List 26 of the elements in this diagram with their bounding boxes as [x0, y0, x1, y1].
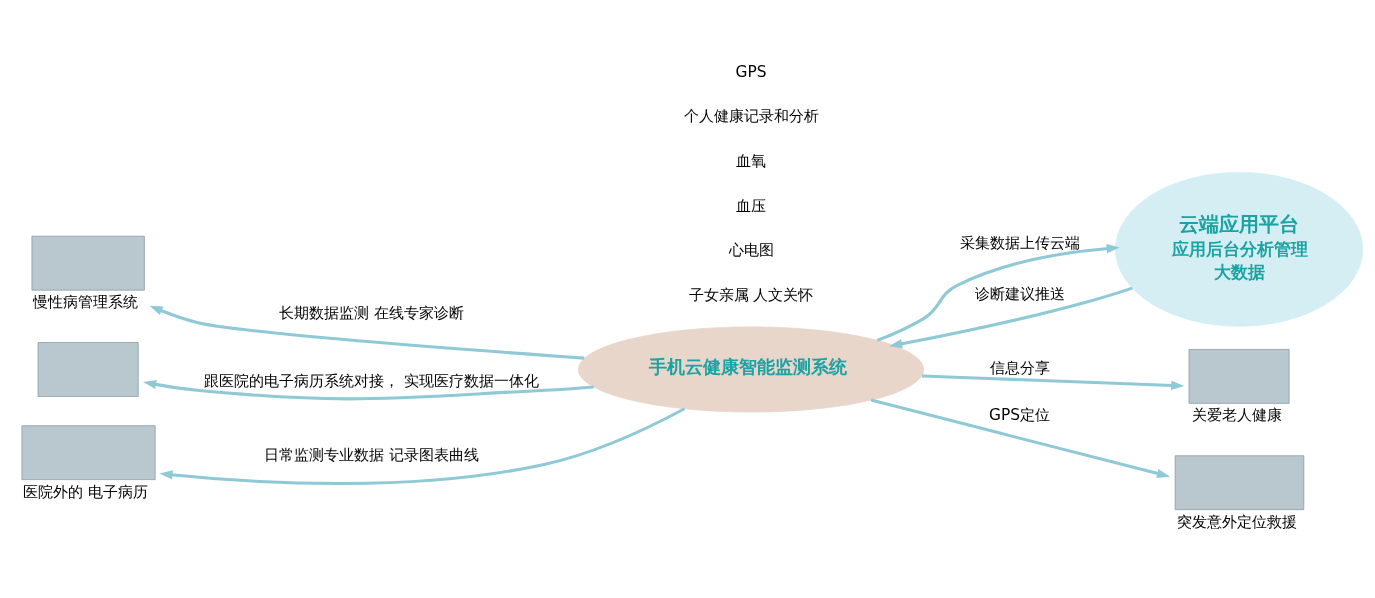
edge-label: 采集数据上传云端: [959, 233, 1080, 252]
label: 子女亲属 人文关怀: [688, 286, 814, 305]
node-label: 医院外的 电子病历: [23, 482, 149, 501]
arrow: [888, 286, 1133, 349]
arrow: [143, 379, 594, 401]
edge-label: 诊断建议推送: [974, 284, 1065, 303]
edge-label: 信息分享: [989, 359, 1050, 378]
edge-label: 长期数据监测 在线专家诊断: [278, 303, 464, 322]
node-label: 慢性病管理系统: [33, 293, 139, 312]
node-label: 关爱老人健康: [1192, 406, 1283, 425]
label: GPS: [735, 62, 767, 81]
arrow: [159, 407, 686, 486]
arrow: [870, 398, 1171, 478]
arrow: [149, 305, 585, 360]
node-ellipse: 手机云健康智能监测系统: [577, 326, 925, 413]
node-label: 突发意外定位救援: [1176, 512, 1297, 531]
node-ellipse: 云端应用平台 应用后台分析管理 大数据: [1115, 172, 1364, 327]
edge-label: 日常监测专业数据 记录图表曲线: [263, 445, 479, 464]
arrow: [876, 244, 1120, 342]
label: 血压: [736, 196, 767, 215]
label: 个人健康记录和分析: [683, 107, 819, 126]
label: 血氧: [736, 152, 767, 171]
arrow: [921, 374, 1185, 390]
edge-label: GPS定位: [989, 405, 1051, 424]
edge-label: 跟医院的电子病历系统对接， 实现医疗数据一体化: [203, 371, 539, 390]
label: 心电图: [728, 241, 774, 260]
